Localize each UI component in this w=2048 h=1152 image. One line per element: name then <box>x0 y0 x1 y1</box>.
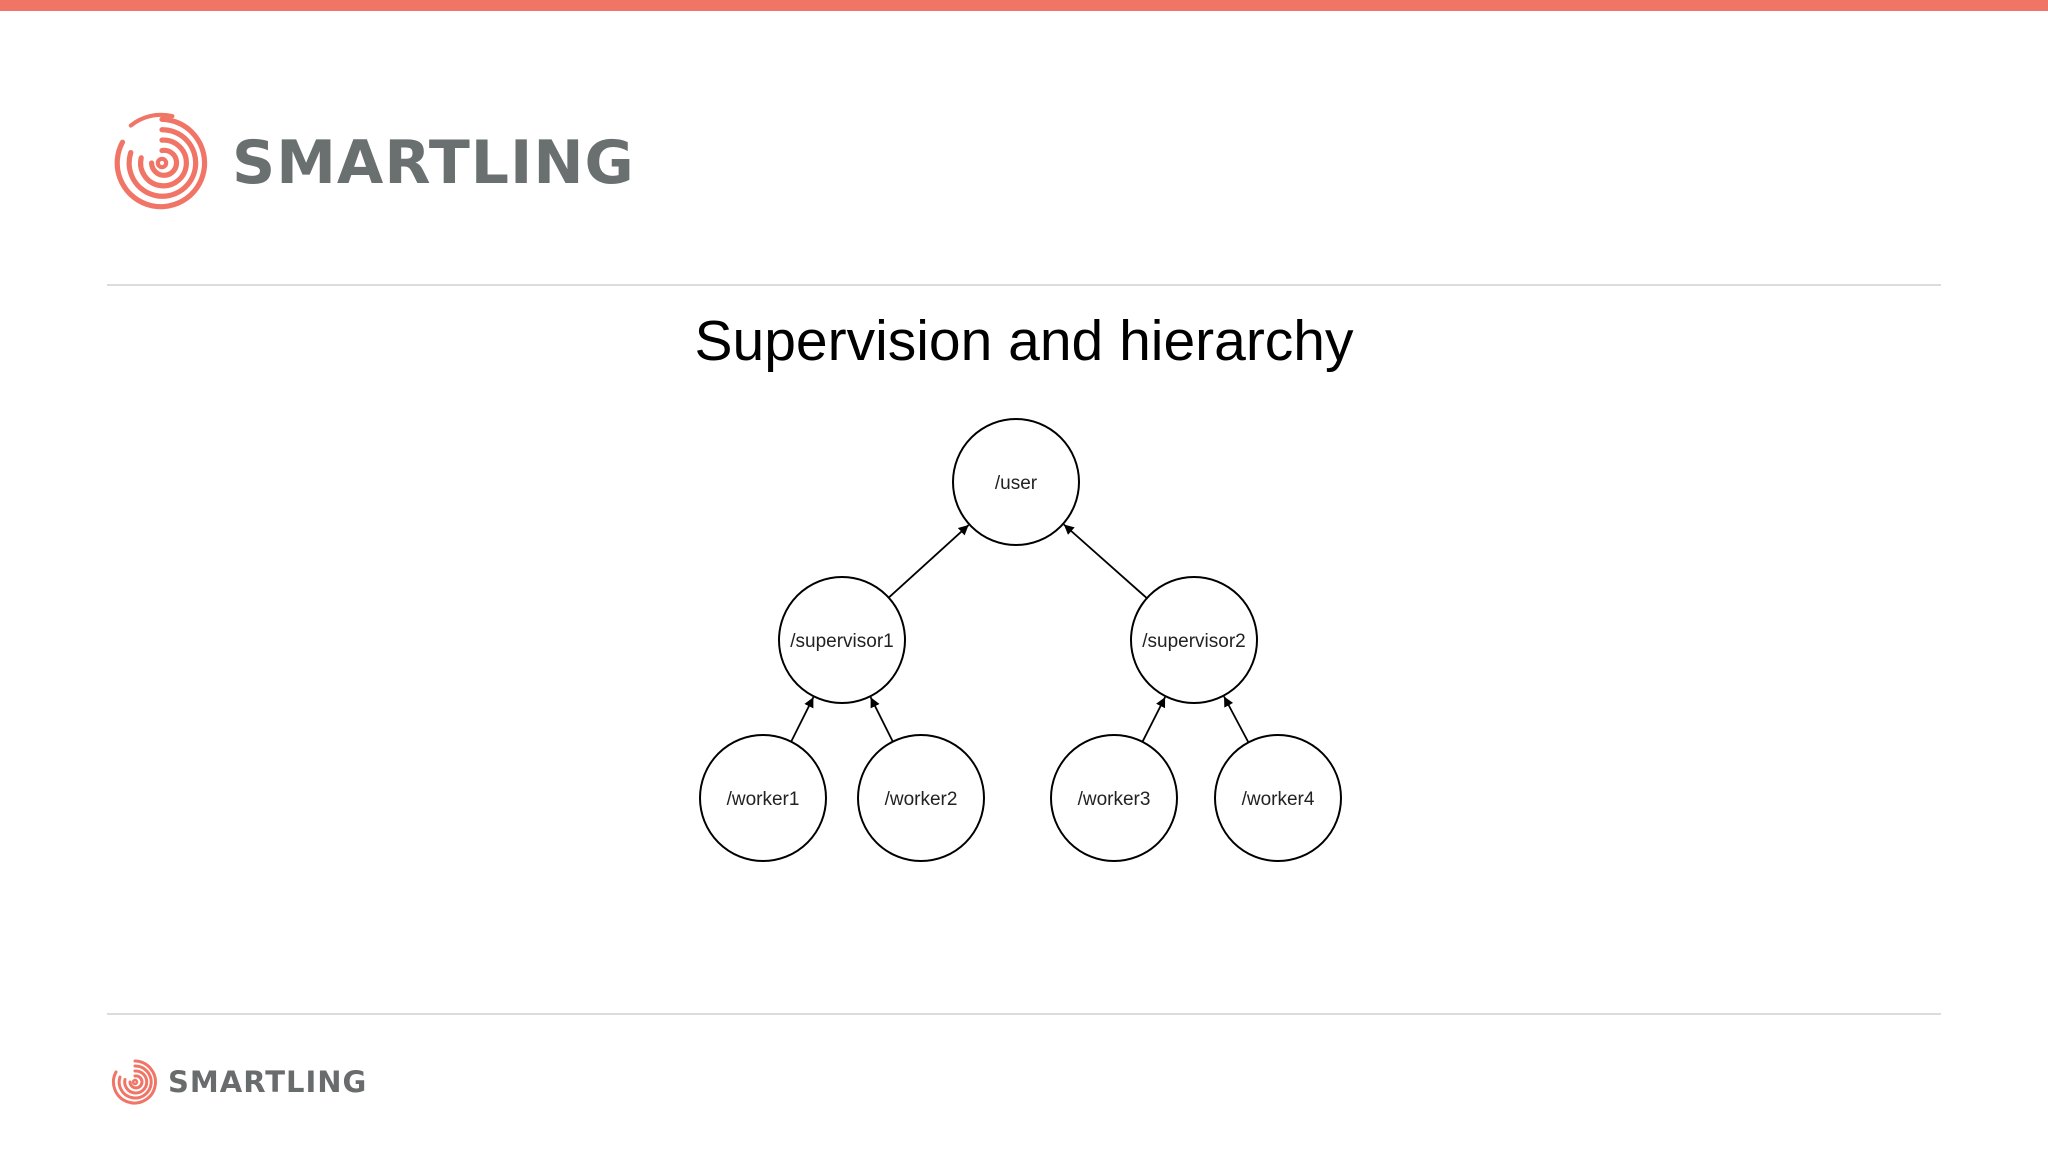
logo-wordmark: SMARTLING <box>232 128 635 198</box>
node-label: /supervisor2 <box>1142 631 1246 652</box>
node-label: /worker4 <box>1242 789 1315 810</box>
node-supervisor2: /supervisor2 <box>1130 576 1258 704</box>
node-circle <box>778 576 906 704</box>
edge-worker3-to-supervisor2 <box>1141 696 1166 743</box>
node-circle <box>699 734 827 862</box>
node-worker3: /worker3 <box>1050 734 1178 862</box>
smartling-fingerprint-icon <box>114 112 208 210</box>
edge-supervisor2-to-user <box>1063 523 1148 599</box>
smartling-logo-header: SMARTLING <box>110 108 635 218</box>
footer-divider <box>107 1013 1941 1015</box>
node-label: /user <box>995 473 1038 494</box>
header-divider <box>107 284 1941 286</box>
node-label: /worker1 <box>727 789 800 810</box>
node-circle <box>1130 576 1258 704</box>
node-circle <box>1214 734 1342 862</box>
node-user: /user <box>952 418 1080 546</box>
node-worker1: /worker1 <box>699 734 827 862</box>
edge-worker1-to-supervisor1 <box>790 696 815 743</box>
logo-wordmark: SMARTLING <box>168 1065 368 1099</box>
diagram-nodes: /user/supervisor1/supervisor2/worker1/wo… <box>699 418 1342 862</box>
node-worker4: /worker4 <box>1214 734 1342 862</box>
node-circle <box>857 734 985 862</box>
node-circle <box>952 418 1080 546</box>
slide-title: Supervision and hierarchy <box>694 309 1354 373</box>
top-accent-bar <box>0 0 2048 11</box>
node-circle <box>1050 734 1178 862</box>
node-worker2: /worker2 <box>857 734 985 862</box>
edge-worker2-to-supervisor1 <box>869 696 894 743</box>
smartling-fingerprint-icon <box>111 1059 157 1105</box>
smartling-logo-footer: SMARTLING <box>110 1056 367 1108</box>
edge-supervisor1-to-user <box>888 524 970 599</box>
node-label: /worker2 <box>885 789 958 810</box>
node-label: /worker3 <box>1078 789 1151 810</box>
node-label: /supervisor1 <box>790 631 894 652</box>
diagram-edges <box>790 523 1250 743</box>
edge-worker4-to-supervisor2 <box>1223 696 1250 743</box>
node-supervisor1: /supervisor1 <box>778 576 906 704</box>
